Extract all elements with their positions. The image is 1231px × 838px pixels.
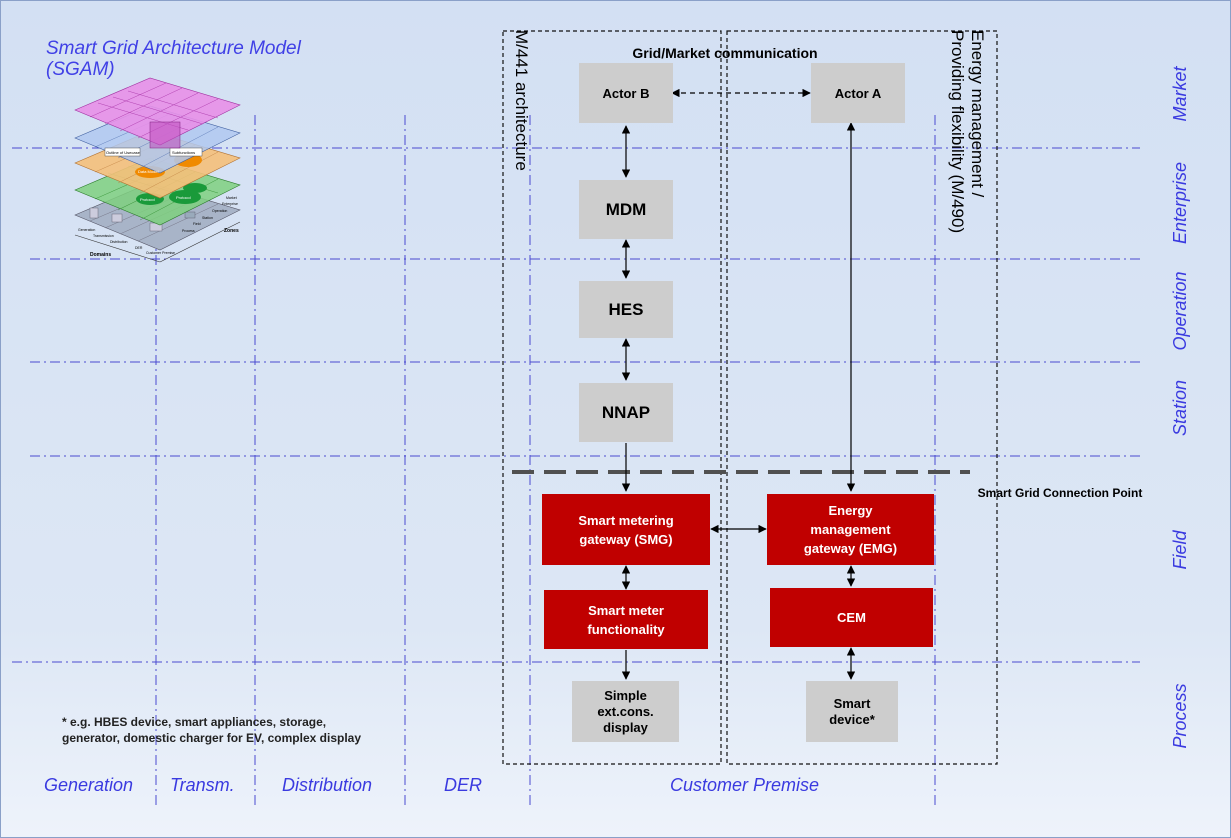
zone-label-process: Process (1170, 683, 1190, 749)
thumb-label-domains: Domains (90, 252, 112, 258)
simple-display-label: Simple ext.cons. display (597, 687, 654, 735)
actor-b-box: Actor B (579, 63, 673, 123)
diagram-title: Smart Grid Architecture Model (SGAM) (46, 38, 301, 80)
footnote: * e.g. HBES device, smart appliances, st… (62, 715, 361, 745)
actor-a-box: Actor A (811, 63, 905, 123)
thumb-zone-operation: Operation (212, 209, 228, 213)
cem-box: CEM (770, 588, 933, 647)
sgam-thumbnail (74, 77, 241, 263)
smart-grid-connection-point-label: Smart Grid Connection Point (977, 486, 1143, 500)
mdm-box: MDM (579, 180, 673, 239)
energy-mgmt-label-line1: Energy management / (968, 30, 987, 198)
actor-a-label: Actor A (834, 85, 882, 101)
nnap-label: NNAP (601, 402, 651, 422)
thumb-label-usecase: Outline of Usecase (106, 150, 140, 155)
thumb-zone-enterprise: Enterprise (222, 202, 238, 206)
thumb-domain-customer: Customer Premise (146, 251, 175, 255)
emg-label: Energy management gateway (EMG) (803, 503, 898, 556)
energy-mgmt-label-line2: Providing flexibility (M/490) (948, 30, 967, 234)
thumb-domain-distribution: Distribution (110, 240, 128, 244)
architecture-boundaries (502, 30, 998, 765)
thumb-label-protocol-2: Protocol (176, 195, 191, 200)
mdm-label: MDM (605, 199, 647, 219)
smart-meter-functionality-label: Smart meter functionality (587, 602, 665, 637)
thumb-zone-field: Field (193, 222, 201, 226)
thumb-domain-transmission: Transmission (93, 234, 114, 238)
thumb-label-zones: Zones (224, 228, 239, 234)
cem-label: CEM (837, 610, 866, 625)
thumb-label-datamodel: Data Model (138, 169, 159, 174)
thumb-zone-station: Station (202, 216, 213, 220)
zone-label-field: Field (1170, 530, 1190, 570)
thumb-domain-der: DER (135, 246, 143, 250)
nnap-box: NNAP (579, 383, 673, 442)
simple-display-box: Simple ext.cons. display (572, 681, 679, 742)
smart-device-box: Smart device* (806, 681, 898, 742)
smg-label: Smart metering gateway (SMG) (578, 512, 674, 547)
hes-label: HES (608, 299, 644, 319)
domain-label-transmission: Transm. (170, 775, 235, 795)
smg-box: Smart metering gateway (SMG) (542, 494, 710, 565)
smart-device-label: Smart device* (829, 695, 875, 727)
domain-label-customer-premise: Customer Premise (670, 775, 820, 795)
thumb-zone-market: Market (226, 196, 237, 200)
actor-b-label: Actor B (602, 85, 650, 101)
thumb-label-subfunctions: Subfunctions (172, 150, 196, 155)
domain-grid-lines (155, 115, 936, 805)
zone-label-station: Station (1170, 379, 1190, 437)
thumb-domain-generation: Generation (78, 228, 96, 232)
emg-box: Energy management gateway (EMG) (767, 494, 934, 565)
m441-architecture-label: M/441 architecture (512, 30, 531, 171)
smart-meter-functionality-box: Smart meter functionality (544, 590, 708, 649)
domain-label-distribution: Distribution (282, 775, 373, 795)
domain-label-generation: Generation (44, 775, 134, 795)
connectors (621, 88, 856, 680)
hes-box: HES (579, 281, 673, 338)
thumb-zone-process: Process (182, 229, 195, 233)
domain-label-der: DER (444, 775, 483, 795)
grid-market-communication-label: Grid/Market communication (632, 45, 818, 61)
thumb-label-protocol: Protocol (140, 197, 155, 202)
